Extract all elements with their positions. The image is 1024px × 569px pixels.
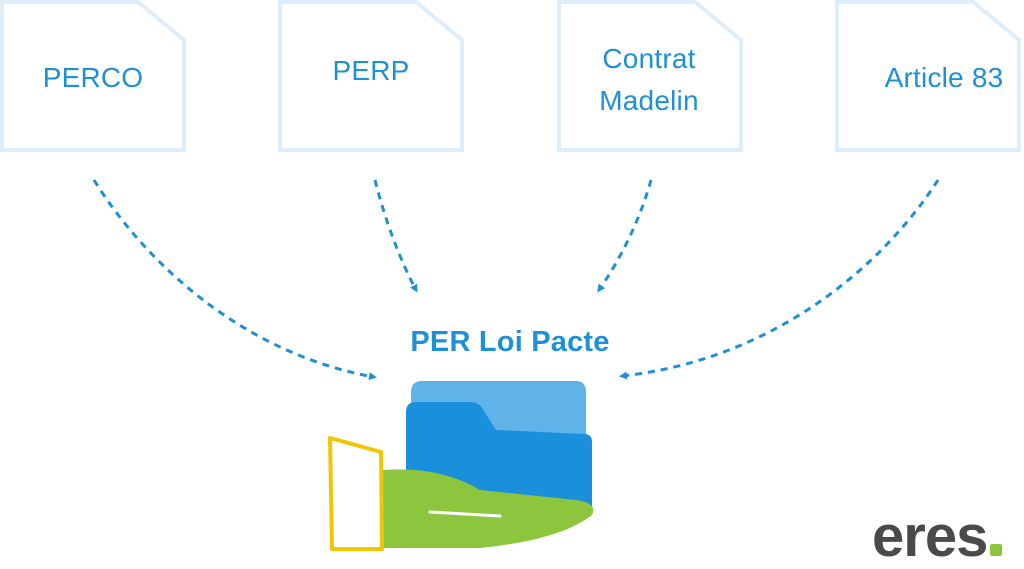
source-label-contrat-madelin: Contrat Madelin (599, 43, 699, 116)
dashed-arrow-icon (597, 179, 653, 293)
document-card-shape (278, 0, 464, 152)
brand-logo: eres (872, 504, 1003, 569)
source-label-perp: PERP (332, 55, 410, 86)
document-card-shape (835, 0, 1021, 152)
brand-dot (990, 544, 1003, 556)
brand-logo-text: eres (872, 504, 988, 569)
source-label-perco: PERCO (42, 62, 144, 93)
dashed-arrow-icon (619, 179, 940, 380)
dashed-arrow-icon (92, 179, 377, 381)
destination-title: PER Loi Pacte (410, 326, 610, 358)
source-card-perp: PERP (278, 0, 464, 152)
source-card-contrat-madelin: Contrat Madelin (557, 0, 743, 152)
document-card-shape (0, 0, 186, 152)
dashed-arrow-icon (373, 179, 418, 293)
source-label-article-83: Article 83 (884, 62, 1004, 93)
document-card-shape (557, 0, 743, 152)
source-card-perco: PERCO (0, 0, 186, 152)
source-card-article-83: Article 83 (835, 0, 1021, 152)
